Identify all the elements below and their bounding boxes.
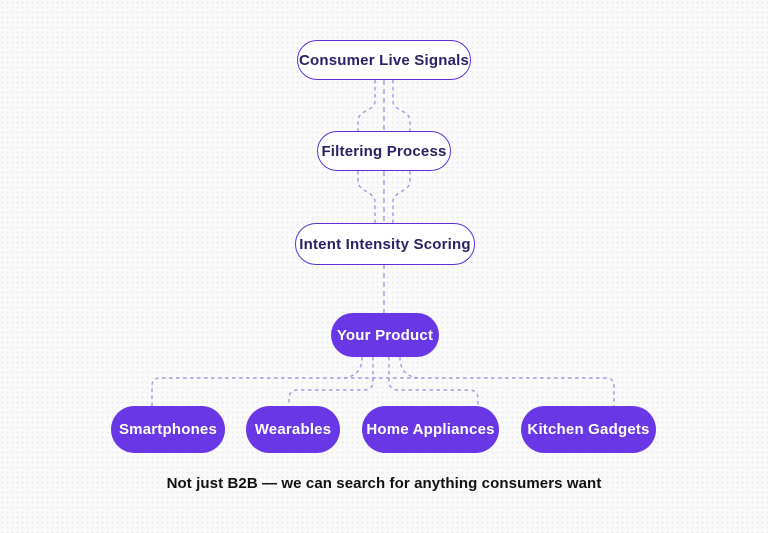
- flow-node-label: Your Product: [336, 326, 434, 344]
- flow-node-label: Filtering Process: [321, 142, 447, 160]
- connector-product-wearables: [288, 357, 374, 406]
- flow-node-intent-intensity-scoring: Intent Intensity Scoring: [295, 223, 475, 265]
- connector-signals-filtering-right: [392, 80, 411, 131]
- category-node-label: Smartphones: [118, 421, 218, 438]
- flow-node-filtering-process: Filtering Process: [317, 131, 451, 171]
- flow-node-label: Intent Intensity Scoring: [299, 235, 471, 253]
- connector-product-outer-arch: [151, 377, 615, 406]
- category-node-label: Home Appliances: [366, 421, 495, 438]
- category-node-kitchen-gadgets: Kitchen Gadgets: [521, 406, 656, 453]
- flow-node-consumer-live-signals: Consumer Live Signals: [297, 40, 471, 80]
- connector-product-arch-join-right: [399, 356, 419, 379]
- category-node-smartphones: Smartphones: [111, 406, 225, 453]
- connector-filtering-scoring-right: [392, 171, 411, 223]
- category-node-label: Wearables: [254, 421, 332, 438]
- category-node-label: Kitchen Gadgets: [527, 421, 650, 438]
- connector-filtering-scoring-left: [357, 171, 376, 223]
- diagram-caption: Not just B2B — we can search for anythin…: [166, 475, 602, 492]
- connector-product-home-appliances: [388, 357, 479, 406]
- flow-node-your-product: Your Product: [331, 313, 439, 357]
- category-node-wearables: Wearables: [246, 406, 340, 453]
- category-node-home-appliances: Home Appliances: [362, 406, 499, 453]
- connector-product-arch-join-left: [343, 356, 363, 379]
- connector-signals-filtering-left: [357, 80, 376, 131]
- flow-node-label: Consumer Live Signals: [298, 51, 470, 69]
